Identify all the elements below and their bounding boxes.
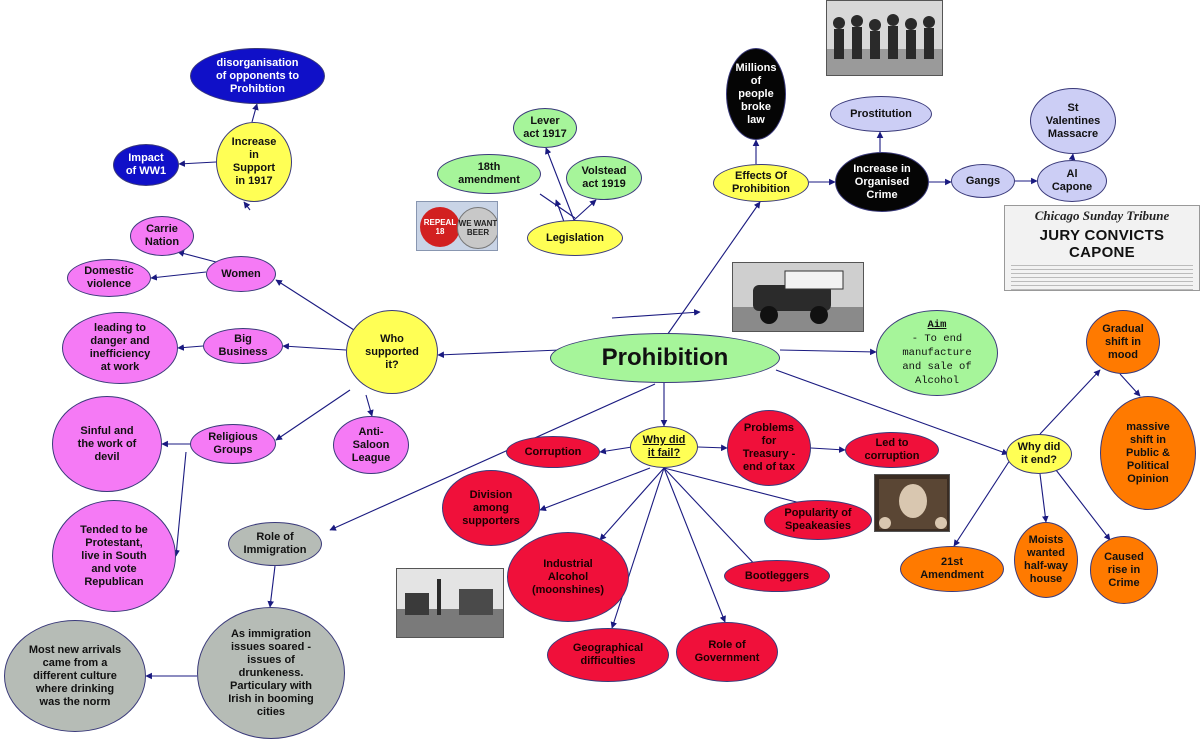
- node-prostitution[interactable]: Prostitution: [830, 96, 932, 132]
- node-role-immigration[interactable]: Role of Immigration: [228, 522, 322, 566]
- node-sinful[interactable]: Sinful and the work of devil: [52, 396, 162, 492]
- newspaper-columns: [1011, 265, 1193, 290]
- connector-line: [329, 383, 656, 531]
- connector-line: [150, 271, 207, 281]
- node-danger[interactable]: leading to danger and inefficiency at wo…: [62, 312, 178, 384]
- newspaper-clipping: Chicago Sunday Tribune JURY CONVICTS CAP…: [1004, 205, 1200, 291]
- node-increase-support[interactable]: Increase in Support in 1917: [216, 122, 292, 202]
- node-anti-saloon[interactable]: Anti- Saloon League: [333, 416, 409, 474]
- aim-heading: Aim: [927, 319, 947, 331]
- node-geographical[interactable]: Geographical difficulties: [547, 628, 669, 682]
- connector-line: [539, 193, 576, 219]
- node-corruption[interactable]: Corruption: [506, 436, 600, 468]
- node-volstead[interactable]: Volstead act 1919: [566, 156, 642, 200]
- node-gangs[interactable]: Gangs: [951, 164, 1015, 198]
- node-st-valentines[interactable]: St Valentines Massacre: [1030, 88, 1116, 154]
- node-organised-crime[interactable]: Increase in Organised Crime: [835, 152, 929, 212]
- badge-repeal: REPEAL 18: [420, 207, 460, 247]
- connector-line: [437, 349, 561, 359]
- connector-line: [611, 309, 701, 319]
- node-caused-rise[interactable]: Caused rise in Crime: [1090, 536, 1158, 604]
- photo-moonshine-town: [396, 568, 504, 638]
- connector-line: [267, 565, 276, 608]
- connector-line: [178, 160, 217, 167]
- node-why-fail[interactable]: Why did it fail?: [630, 426, 698, 468]
- connector-line: [1068, 153, 1076, 161]
- node-bootleggers[interactable]: Bootleggers: [724, 560, 830, 592]
- node-massive-shift[interactable]: massive shift in Public & Political Opin…: [1100, 396, 1196, 510]
- connector-line: [365, 394, 374, 417]
- node-who-supported[interactable]: Who supported it?: [346, 310, 438, 394]
- connector-line: [173, 451, 187, 557]
- node-gradual-shift[interactable]: Gradual shift in mood: [1086, 310, 1160, 374]
- node-new-arrivals[interactable]: Most new arrivals came from a different …: [4, 620, 146, 732]
- connector-line: [539, 467, 651, 511]
- connector-line: [1039, 473, 1049, 523]
- connector-line: [1055, 469, 1111, 541]
- connector-line: [697, 444, 728, 452]
- node-impact-ww1[interactable]: Impact of WW1: [113, 144, 179, 186]
- photo-stamp: [874, 474, 950, 532]
- node-al-capone[interactable]: Al Capone: [1037, 160, 1107, 202]
- node-big-business[interactable]: Big Business: [203, 328, 283, 364]
- connector-line: [810, 446, 846, 453]
- connector-line: [775, 369, 1009, 456]
- node-legislation[interactable]: Legislation: [527, 220, 623, 256]
- connector-line: [177, 344, 204, 351]
- connector-line: [663, 467, 761, 571]
- node-effects[interactable]: Effects Of Prohibition: [713, 164, 809, 202]
- node-role-government[interactable]: Role of Government: [676, 622, 778, 682]
- node-speakeasies[interactable]: Popularity of Speakeasies: [764, 500, 872, 540]
- connector-line: [779, 348, 877, 356]
- connector-line: [251, 103, 259, 123]
- node-prohibition[interactable]: Prohibition: [550, 333, 780, 383]
- photo-women-crowd: [826, 0, 943, 76]
- node-21st-amendment[interactable]: 21st Amendment: [900, 546, 1004, 592]
- connector-line: [573, 199, 597, 221]
- connector-line: [275, 389, 351, 441]
- connector-line: [610, 467, 665, 629]
- node-millions[interactable]: Millions of people broke law: [726, 48, 786, 140]
- connector-line: [282, 343, 347, 351]
- node-industrial[interactable]: Industrial Alcohol (moonshines): [507, 532, 629, 622]
- node-women[interactable]: Women: [206, 256, 276, 292]
- node-immigration-issues[interactable]: As immigration issues soared - issues of…: [197, 607, 345, 739]
- connector-line: [545, 147, 575, 221]
- node-aim[interactable]: Aim - To end manufacture and sale of Alc…: [876, 310, 998, 396]
- node-carrie-nation[interactable]: Carrie Nation: [130, 216, 194, 256]
- node-disorganisation[interactable]: disorganisation of opponents to Prohibti…: [190, 48, 325, 104]
- connector-line: [663, 467, 726, 623]
- node-division[interactable]: Division among supporters: [442, 470, 540, 546]
- node-lever-act[interactable]: Lever act 1917: [513, 108, 577, 148]
- connector-line: [664, 201, 761, 339]
- node-led-corruption[interactable]: Led to corruption: [845, 432, 939, 468]
- photo-badges: REPEAL 18 WE WANT BEER: [416, 201, 498, 251]
- connector-line: [953, 459, 1011, 547]
- connector-line: [1039, 369, 1101, 435]
- node-problems-treasury[interactable]: Problems for Treasury - end of tax: [727, 410, 811, 486]
- connector-line: [1119, 373, 1141, 397]
- connector-line: [599, 446, 633, 455]
- node-moists[interactable]: Moists wanted half-way house: [1014, 522, 1078, 598]
- connector-line: [243, 201, 251, 211]
- connector-line: [599, 467, 665, 541]
- connector-line: [663, 467, 813, 508]
- node-18th-amendment[interactable]: 18th amendment: [437, 154, 541, 194]
- node-religious[interactable]: Religious Groups: [190, 424, 276, 464]
- badge-beer: WE WANT BEER: [457, 207, 497, 249]
- node-why-end[interactable]: Why did it end?: [1006, 434, 1072, 474]
- node-protestant[interactable]: Tended to be Protestant, live in South a…: [52, 500, 176, 612]
- aim-text: - To end manufacture and sale of Alcohol: [902, 333, 972, 387]
- connector-line: [275, 279, 355, 331]
- newspaper-headline: JURY CONVICTS CAPONE: [1039, 227, 1165, 261]
- photo-beer-truck: [732, 262, 864, 332]
- newspaper-masthead: Chicago Sunday Tribune: [1034, 208, 1170, 223]
- connector-line: [177, 250, 217, 263]
- node-domestic-violence[interactable]: Domestic violence: [67, 259, 151, 297]
